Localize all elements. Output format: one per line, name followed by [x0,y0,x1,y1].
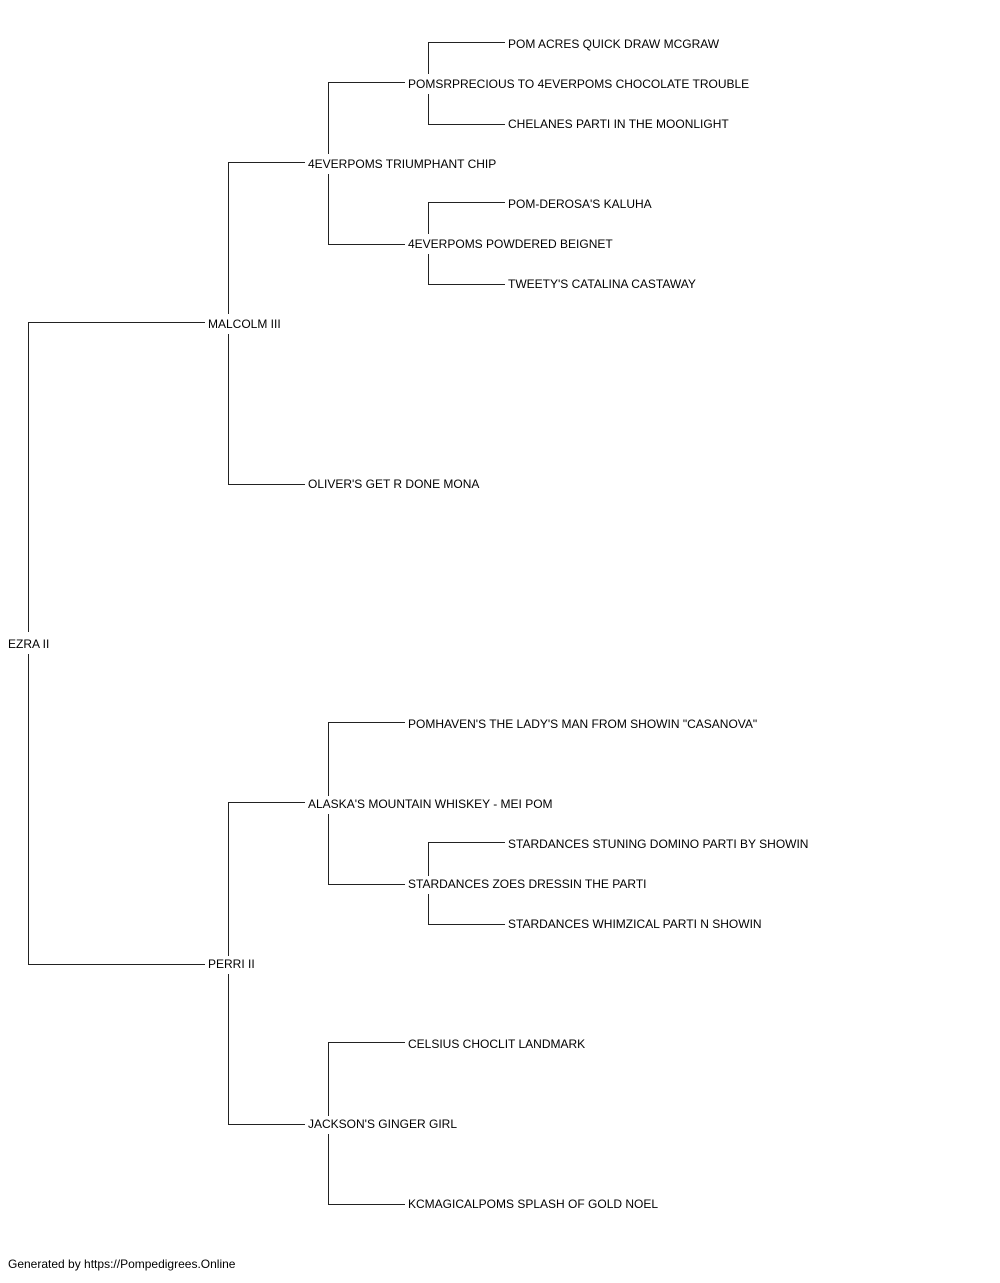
connector-malcolm-sire [228,162,305,314]
dsd-dam-name[interactable]: STARDANCES WHIMZICAL PARTI N SHOWIN [506,917,764,931]
connector-chip-dam [328,174,405,245]
connector-whiskey-sire [328,722,405,796]
sss-dam-name[interactable]: CHELANES PARTI IN THE MOONLIGHT [506,117,731,131]
connector-zoes-dam [428,894,505,925]
connector-subject-sire [28,322,205,632]
sire-sire-dam-name[interactable]: 4EVERPOMS POWDERED BEIGNET [406,237,615,251]
connector-perri-sire [228,802,305,956]
dsd-sire-name[interactable]: STARDANCES STUNING DOMINO PARTI BY SHOWI… [506,837,811,851]
sire-dam-name[interactable]: OLIVER'S GET R DONE MONA [306,477,482,491]
dam-sire-name[interactable]: ALASKA'S MOUNTAIN WHISKEY - MEI POM [306,797,555,811]
dam-sire-dam-name[interactable]: STARDANCES ZOES DRESSIN THE PARTI [406,877,649,891]
connector-trouble-sire [428,42,505,74]
connector-ginger-sire [328,1042,405,1116]
subject-name[interactable]: EZRA II [6,637,52,651]
connector-whiskey-dam [328,814,405,885]
dam-dam-dam-name[interactable]: KCMAGICALPOMS SPLASH OF GOLD NOEL [406,1197,661,1211]
sire-name[interactable]: MALCOLM III [206,317,283,331]
connector-trouble-dam [428,94,505,125]
connector-beignet-dam [428,254,505,285]
sss-sire-name[interactable]: POM ACRES QUICK DRAW MCGRAW [506,37,722,51]
connector-malcolm-dam [228,334,305,485]
sire-sire-name[interactable]: 4EVERPOMS TRIUMPHANT CHIP [306,157,499,171]
connector-chip-sire [328,82,405,154]
connector-perri-dam [228,974,305,1125]
ssd-dam-name[interactable]: TWEETY'S CATALINA CASTAWAY [506,277,698,291]
connector-beignet-sire [428,202,505,234]
footer-credit: Generated by https://Pompedigrees.Online [8,1257,236,1271]
dam-name[interactable]: PERRI II [206,957,257,971]
dam-dam-name[interactable]: JACKSON'S GINGER GIRL [306,1117,459,1131]
sire-sire-sire-name[interactable]: POMSRPRECIOUS TO 4EVERPOMS CHOCOLATE TRO… [406,77,752,91]
dam-dam-sire-name[interactable]: CELSIUS CHOCLIT LANDMARK [406,1037,588,1051]
ssd-sire-name[interactable]: POM-DEROSA'S KALUHA [506,197,654,211]
connector-zoes-sire [428,842,505,876]
dam-sire-sire-name[interactable]: POMHAVEN'S THE LADY'S MAN FROM SHOWIN "C… [406,717,760,731]
connector-ginger-dam [328,1134,405,1205]
connector-subject-dam [28,654,205,965]
